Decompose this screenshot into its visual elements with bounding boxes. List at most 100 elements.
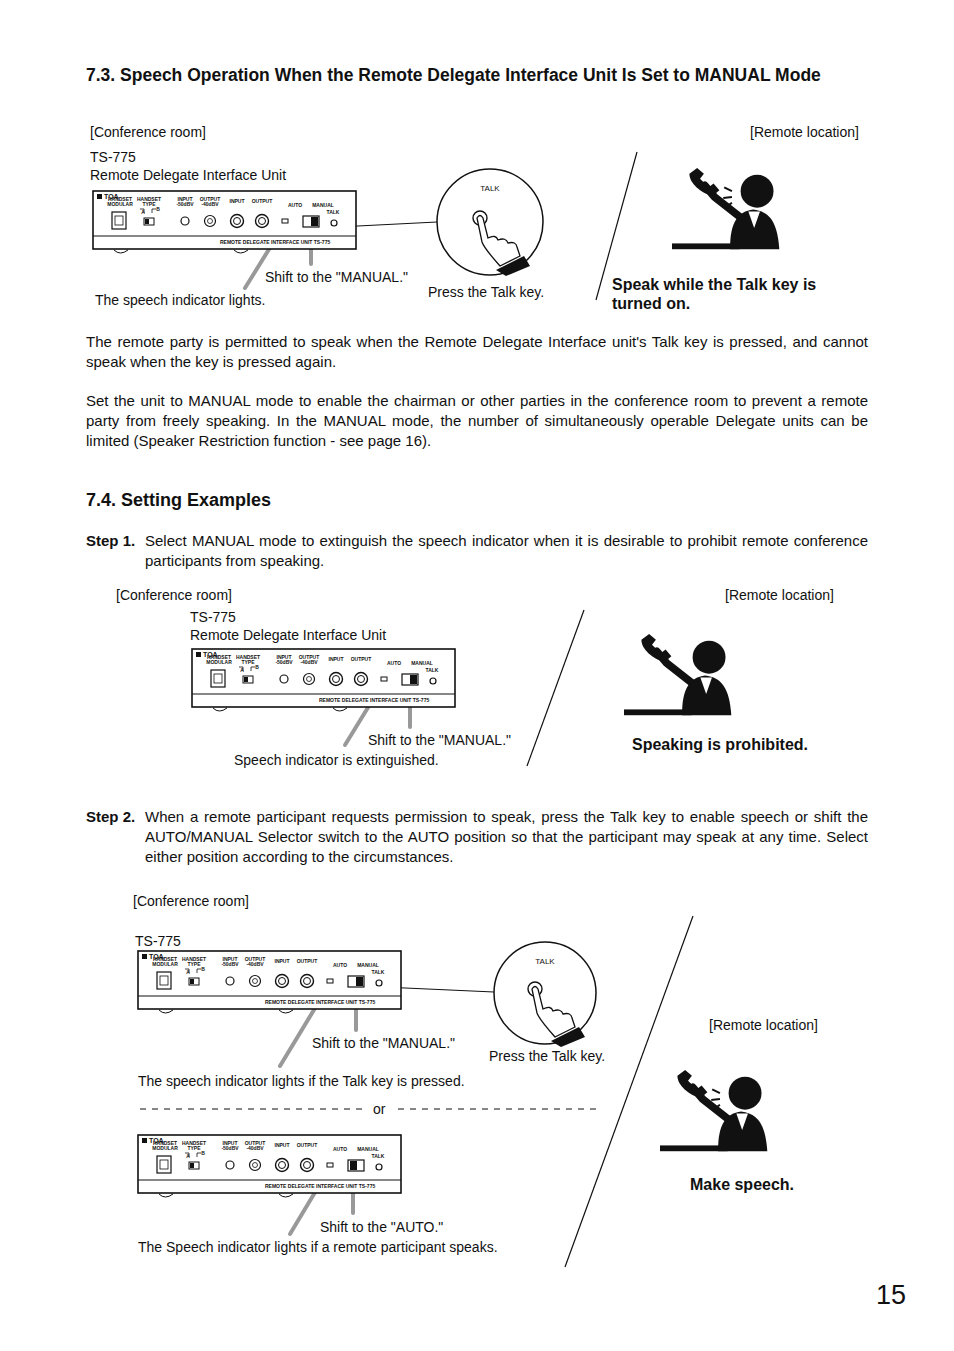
- model-label: TS-775: [90, 148, 136, 166]
- page-number: 15: [876, 1278, 906, 1313]
- drawing-part: [381, 677, 387, 681]
- drawing-part: [327, 979, 333, 983]
- key-label: TALK: [493, 957, 597, 966]
- instruction: Shift to the "MANUAL.": [368, 731, 511, 749]
- drawing-part: [304, 674, 315, 685]
- drawing-part: [159, 1010, 293, 1013]
- drawing-part: [253, 979, 258, 984]
- caption: Speak while the Talk key is turned on.: [612, 275, 862, 313]
- note: The speech indicator lights if the Talk …: [138, 1072, 465, 1090]
- panel-label: B: [200, 967, 206, 972]
- drawing-part: [205, 216, 216, 227]
- drawing-part: [97, 194, 102, 199]
- drawing-part: [140, 1108, 362, 1109]
- step-number: Step 1.: [86, 531, 146, 551]
- panel-label: A: [185, 970, 191, 975]
- drawing-part: [356, 977, 363, 986]
- key-label: TALK: [436, 184, 544, 193]
- panel-label: INPUT: [225, 199, 249, 204]
- drawing-part: [253, 1163, 258, 1168]
- drawing-part: [144, 218, 154, 225]
- drawing-part: [527, 610, 584, 766]
- drawing-part: [330, 673, 343, 686]
- location-label: [Conference room]: [116, 586, 232, 604]
- drawing-part: [410, 675, 417, 684]
- instruction: Shift to the "MANUAL.": [265, 268, 408, 286]
- drawing-part: [112, 212, 126, 229]
- drawing-part: [196, 652, 201, 657]
- drawing-part: [350, 1161, 357, 1170]
- drawing-part: [303, 216, 319, 227]
- panel-label: OUTPUT -40dBV: [241, 1141, 269, 1152]
- drawing-part: [304, 1162, 311, 1169]
- panel-label: MANUAL: [310, 203, 336, 208]
- panel-label: TALK: [367, 970, 389, 975]
- drawing-part: [181, 217, 189, 225]
- drawing-part: [190, 1163, 194, 1168]
- panel-label: AUTO: [384, 661, 404, 666]
- panel-label: HANDSET TYPE: [233, 655, 263, 666]
- drawing-part: [138, 996, 401, 997]
- panel-label: REMOTE DELEGATE INTERFACE UNIT TS-775: [265, 1000, 399, 1005]
- panel-label: OUTPUT: [349, 657, 373, 662]
- step-number: Step 2.: [86, 807, 146, 827]
- unit-label: Remote Delegate Interface Unit: [90, 166, 286, 184]
- location-label: [Remote location]: [750, 123, 859, 141]
- drawing-part: [331, 220, 337, 226]
- panel-label: INPUT: [270, 1143, 294, 1148]
- location-label: [Remote location]: [725, 586, 834, 604]
- panel-label: A: [185, 1154, 191, 1159]
- drawing-part: [304, 978, 311, 985]
- separator-word: or: [373, 1100, 385, 1118]
- panel-label: MANUAL: [409, 661, 435, 666]
- drawing-part: [276, 1159, 289, 1172]
- drawing-part: [160, 1160, 168, 1169]
- drawing-part: [437, 169, 543, 275]
- drawing-part: [280, 675, 288, 683]
- location-label: [Remote location]: [709, 1016, 818, 1034]
- drawing-part: [189, 1162, 199, 1169]
- panel-label: OUTPUT: [295, 1143, 319, 1148]
- voice-lines: [711, 1089, 720, 1109]
- drawing-part: [282, 219, 288, 223]
- talk-key-callout: TALK: [436, 168, 544, 276]
- panel-label: B: [155, 207, 161, 212]
- panel-label: INPUT -50dBV: [270, 655, 298, 666]
- drawing-part: [333, 676, 340, 683]
- drawing-part: [496, 256, 530, 276]
- speaker-figure: [672, 168, 779, 249]
- drawing-part: [276, 975, 289, 988]
- drawing-part: [398, 1108, 596, 1109]
- drawing-part: [145, 219, 149, 224]
- location-label: [Conference room]: [90, 123, 206, 141]
- drawing-part: [192, 694, 455, 695]
- drawing-part: [190, 979, 194, 984]
- panel-label: REMOTE DELEGATE INTERFACE UNIT TS-775: [265, 1184, 399, 1189]
- drawing-part: [376, 1164, 382, 1170]
- model-label: TS-775: [135, 932, 181, 950]
- panel-label: HANDSET MODULAR: [106, 197, 134, 208]
- drawing-part: [231, 215, 244, 228]
- panel-label: OUTPUT: [295, 959, 319, 964]
- drawing-part: [157, 1156, 171, 1173]
- drawing-part: [279, 1162, 286, 1169]
- drawing-part: [142, 954, 147, 959]
- speaker-figure: [660, 1070, 767, 1151]
- panel-label: HANDSET TYPE: [179, 957, 209, 968]
- caption: Make speech.: [690, 1175, 794, 1194]
- drawing-part: [348, 976, 364, 987]
- drawing-part: [355, 673, 368, 686]
- panel-label: INPUT: [270, 959, 294, 964]
- talk-key-callout: TALK: [493, 941, 597, 1045]
- drawing-part: [402, 674, 418, 685]
- panel-label: HANDSET MODULAR: [151, 957, 179, 968]
- panel-label: REMOTE DELEGATE INTERFACE UNIT TS-775: [319, 698, 453, 703]
- panel-label: AUTO: [285, 203, 305, 208]
- drawing-part: [214, 674, 222, 683]
- instruction: Shift to the "MANUAL.": [312, 1034, 455, 1052]
- drawing-part: [138, 951, 401, 1009]
- panel-label: OUTPUT -40dBV: [196, 197, 224, 208]
- panel-label: TALK: [421, 668, 443, 673]
- unit-label: Remote Delegate Interface Unit: [190, 626, 386, 644]
